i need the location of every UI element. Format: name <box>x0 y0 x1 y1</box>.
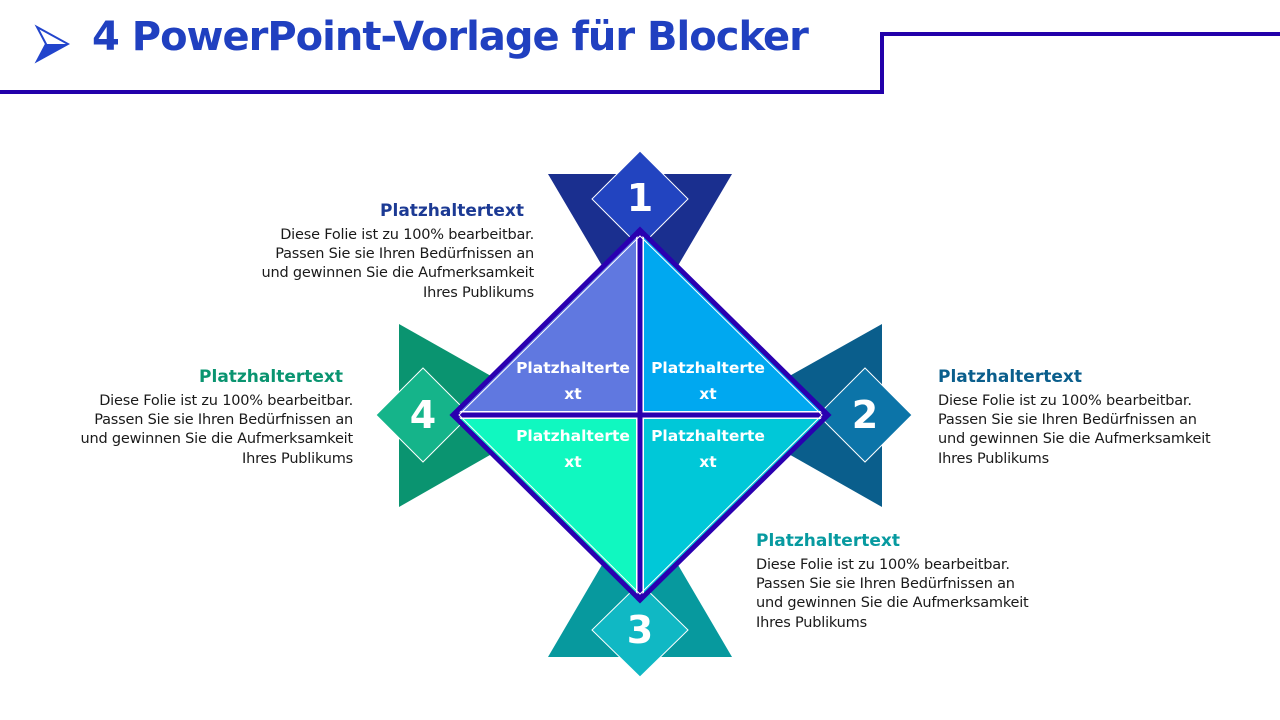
text-block-heading: Platzhaltertext <box>756 531 900 551</box>
title-frame-line <box>0 32 1280 94</box>
quadrant-label-top-left: Platzhalterte xt <box>508 355 638 407</box>
title-bar: 4 PowerPoint-Vorlage für Blocker <box>0 0 1280 100</box>
number-diamond-2 <box>817 367 913 463</box>
text-block-heading: Platzhaltertext <box>199 367 343 387</box>
text-block-4: Platzhaltertext Diese Folie ist zu 100% … <box>33 366 353 469</box>
page-title: 4 PowerPoint-Vorlage für Blocker <box>92 14 809 60</box>
text-block-heading: Platzhaltertext <box>938 367 1082 387</box>
central-diamond-outline <box>449 226 832 604</box>
number-label-4: 4 <box>409 393 437 437</box>
quadrant-label-line: Platzhalterte <box>651 427 765 445</box>
text-block-body: Diese Folie ist zu 100% bearbeitbar. Pas… <box>80 393 353 467</box>
text-block-1: Platzhaltertext Diese Folie ist zu 100% … <box>214 200 534 303</box>
quadrant-label-line: Platzhalterte <box>651 359 765 377</box>
quadrant-label-line: xt <box>564 385 582 403</box>
quadrant-label-top-right: Platzhalterte xt <box>643 355 773 407</box>
quadrant-label-line: xt <box>699 385 717 403</box>
quadrant-label-line: xt <box>699 453 717 471</box>
quadrant-label-line: xt <box>564 453 582 471</box>
quadrant-label-bottom-left: Platzhalterte xt <box>508 423 638 475</box>
number-label-2: 2 <box>851 393 879 437</box>
quadrant-label-line: Platzhalterte <box>516 359 630 377</box>
arrow-bullet-icon <box>34 24 70 64</box>
quadrant-label-line: Platzhalterte <box>516 427 630 445</box>
text-block-body: Diese Folie ist zu 100% bearbeitbar. Pas… <box>756 557 1029 631</box>
number-diamond-4 <box>375 367 471 463</box>
text-block-heading: Platzhaltertext <box>380 201 524 221</box>
quadrant-label-bottom-right: Platzhalterte xt <box>643 423 773 475</box>
text-block-body: Diese Folie ist zu 100% bearbeitbar. Pas… <box>261 227 534 301</box>
number-label-1: 1 <box>626 176 654 220</box>
number-label-3: 3 <box>626 608 654 652</box>
number-diamond-3 <box>591 582 689 678</box>
text-block-2: Platzhaltertext Diese Folie ist zu 100% … <box>938 366 1258 469</box>
text-block-body: Diese Folie ist zu 100% bearbeitbar. Pas… <box>938 393 1211 467</box>
text-block-3: Platzhaltertext Diese Folie ist zu 100% … <box>756 530 1076 633</box>
